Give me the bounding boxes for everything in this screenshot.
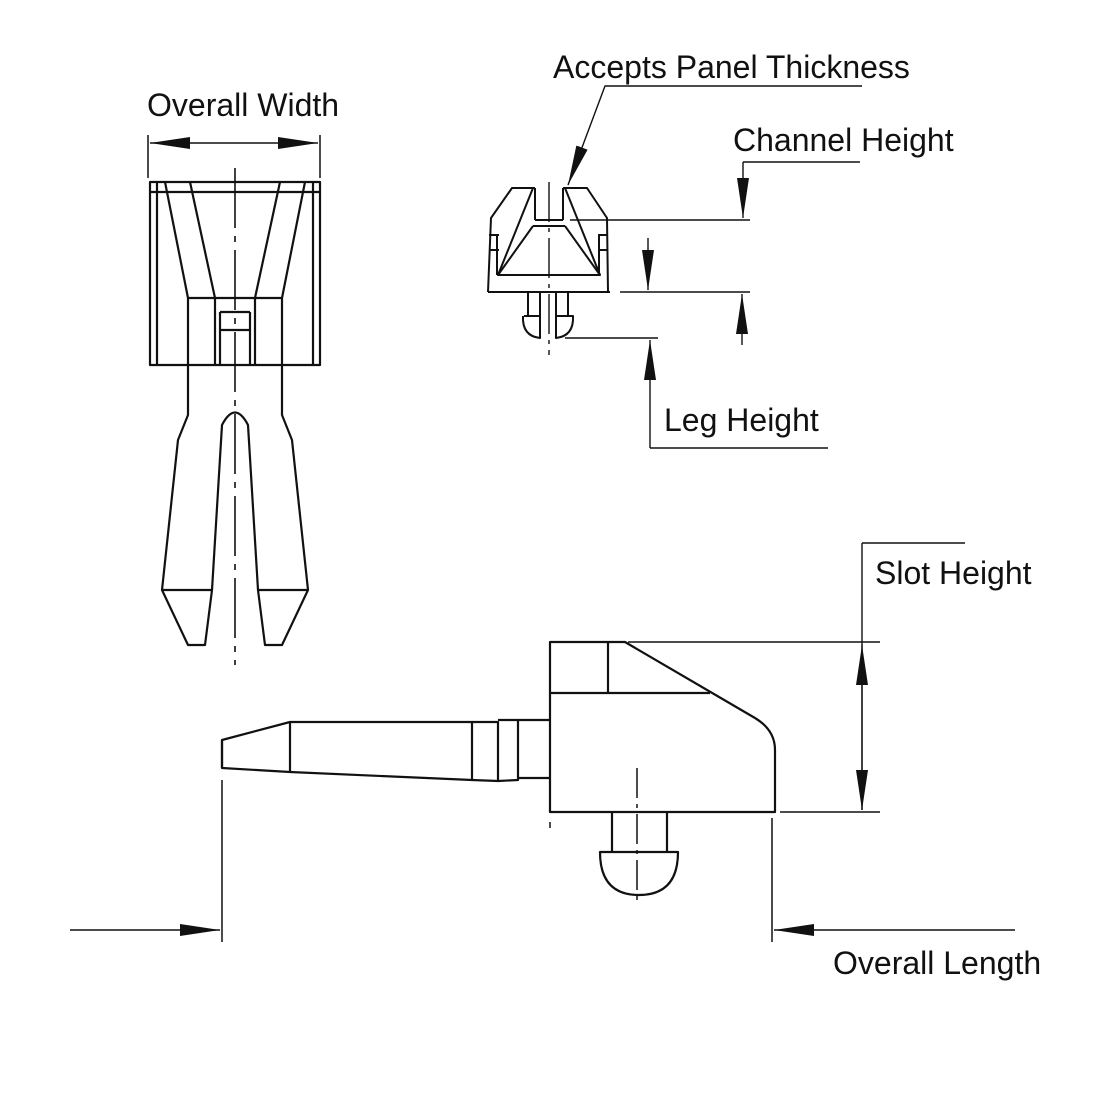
slot-height-label: Slot Height — [875, 555, 1032, 591]
accepts-panel-thickness-label: Accepts Panel Thickness — [553, 49, 910, 85]
overall-length-label: Overall Length — [833, 945, 1042, 981]
end-view — [487, 85, 862, 449]
front-view — [147, 135, 322, 665]
leg-height-label: Leg Height — [664, 402, 819, 438]
overall-width-label: Overall Width — [147, 87, 340, 123]
side-view — [70, 542, 1015, 942]
channel-height-label: Channel Height — [733, 122, 954, 158]
